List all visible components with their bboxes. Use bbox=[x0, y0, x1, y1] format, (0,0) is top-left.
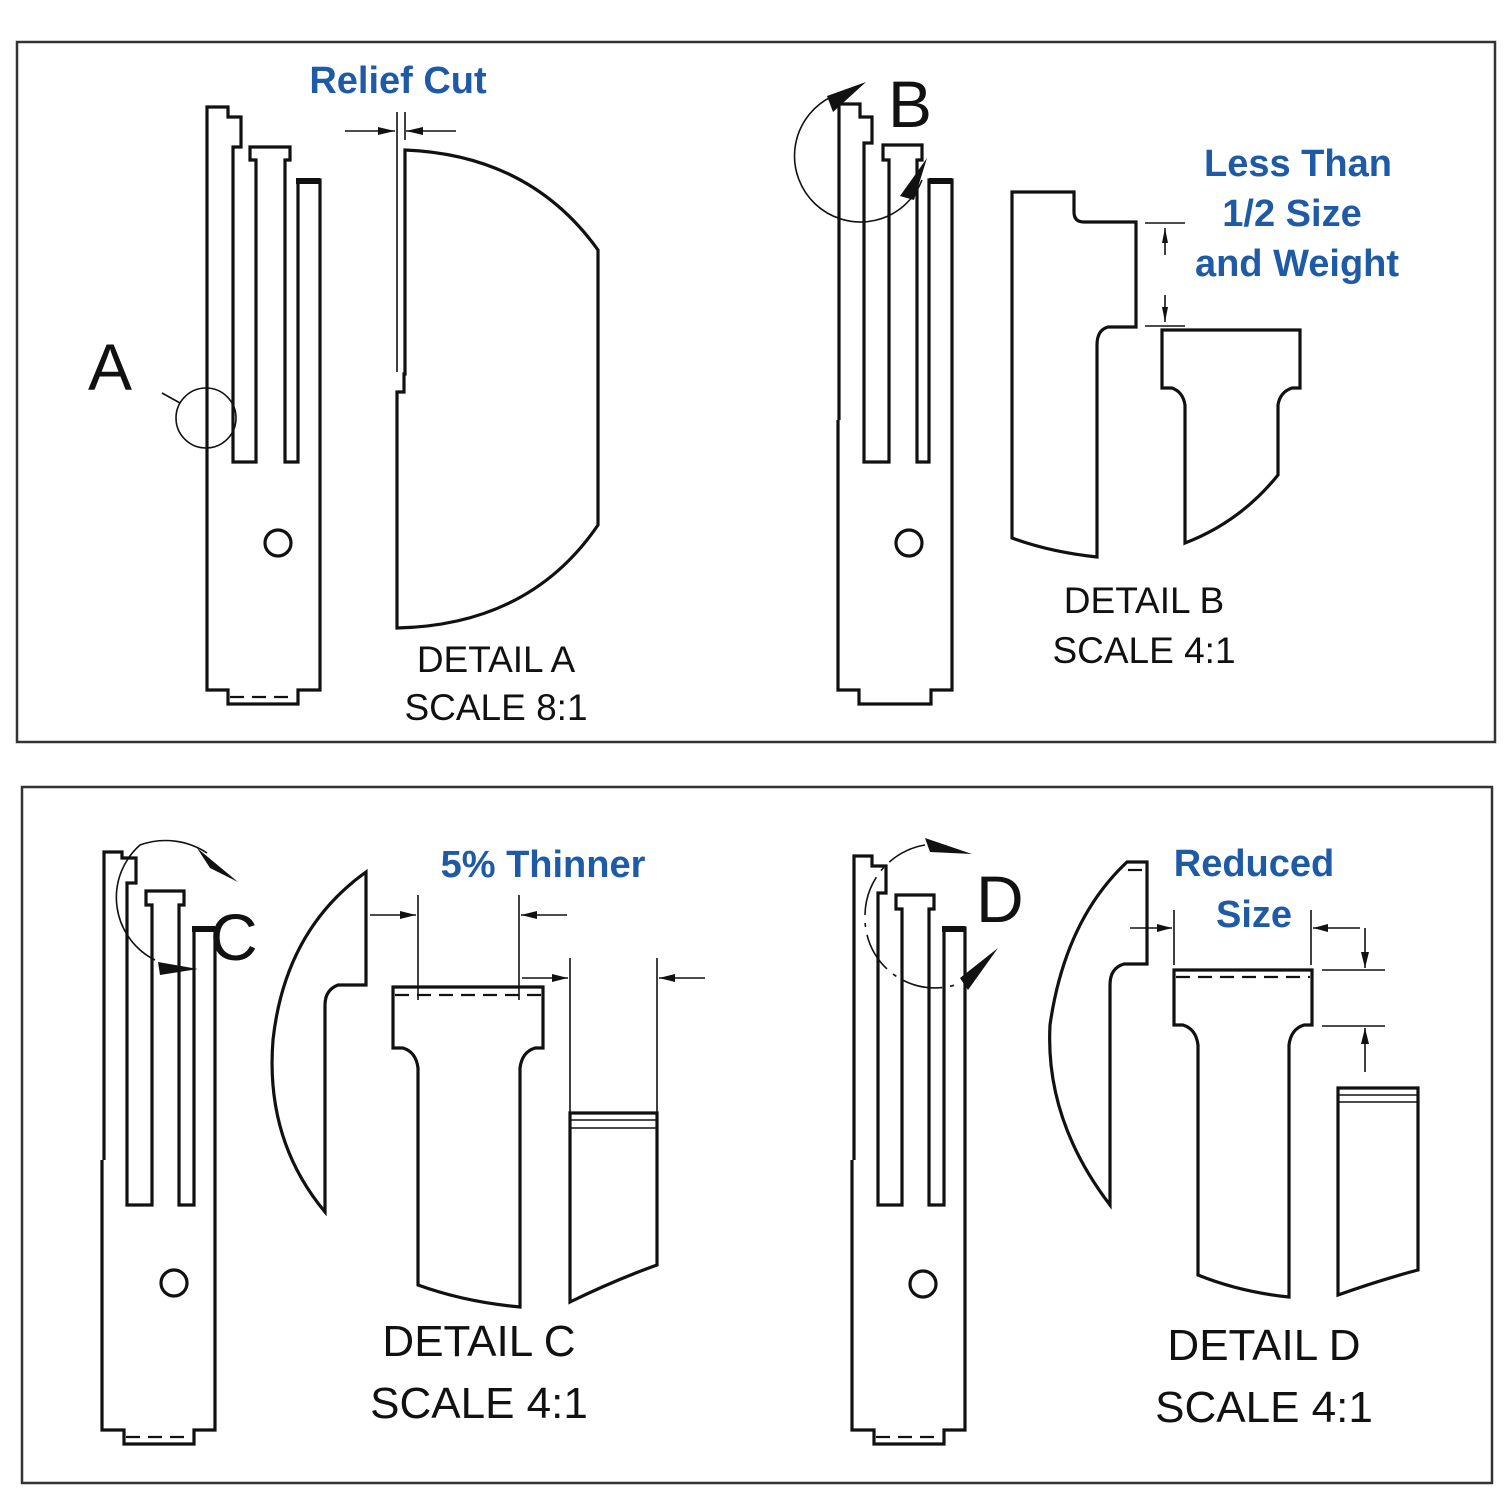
scale-detail-c: SCALE 4:1 bbox=[370, 1379, 588, 1428]
note-d-line1: Reduced bbox=[1174, 843, 1334, 885]
leader-a bbox=[161, 392, 181, 404]
detail-arrow-c2 bbox=[158, 962, 198, 975]
part-outline-b bbox=[836, 102, 954, 706]
detail-d-small-piece bbox=[1336, 1086, 1420, 1298]
dim-arrow-c3 bbox=[552, 974, 568, 982]
detail-a-shape bbox=[395, 148, 600, 630]
detail-d-t-piece bbox=[1172, 968, 1314, 1299]
dim-arrow-d4 bbox=[1361, 1028, 1369, 1044]
note-5-percent-thinner: 5% Thinner bbox=[441, 844, 646, 886]
note-relief-cut: Relief Cut bbox=[309, 60, 487, 102]
detail-circle-a bbox=[175, 387, 237, 449]
hole-c bbox=[159, 1268, 189, 1298]
dim-arrow-left bbox=[378, 127, 395, 135]
detail-b-left-piece bbox=[1010, 190, 1138, 559]
dim-arrow-bottom-b bbox=[1162, 307, 1168, 322]
caption-detail-a: DETAIL A bbox=[417, 639, 576, 680]
slot-top-b bbox=[929, 178, 952, 184]
detail-arc-b bbox=[793, 95, 923, 223]
note-b-line1: Less Than bbox=[1204, 143, 1392, 185]
callout-letter-b: B bbox=[888, 67, 932, 141]
dim-arrow-top-b bbox=[1162, 228, 1168, 243]
detail-d-enlarged bbox=[1048, 860, 1420, 1299]
hole-b bbox=[894, 528, 924, 558]
bottom-panel-frame bbox=[20, 785, 1494, 1485]
detail-b-right-piece bbox=[1160, 328, 1302, 546]
callout-letter-c: C bbox=[210, 900, 258, 974]
slot-top-a bbox=[296, 178, 320, 184]
detail-b-enlarged bbox=[1010, 190, 1302, 559]
detail-arrow-d1 bbox=[925, 838, 972, 854]
detail-a-enlarged bbox=[345, 112, 600, 630]
caption-detail-b: DETAIL B bbox=[1064, 580, 1224, 621]
detail-arc-c bbox=[115, 839, 208, 961]
detail-c-t-piece bbox=[391, 985, 545, 1309]
dim-arrow-c2 bbox=[521, 911, 537, 919]
detail-c-small-piece bbox=[568, 1111, 659, 1305]
scale-detail-a: SCALE 8:1 bbox=[404, 687, 587, 728]
detail-d-part-view bbox=[850, 838, 998, 1446]
dim-arrow-right bbox=[406, 127, 423, 135]
detail-arrow-b1 bbox=[827, 82, 866, 112]
detail-c-part-view bbox=[100, 839, 238, 1446]
dim-arrow-c1 bbox=[400, 911, 416, 919]
hole-a bbox=[263, 528, 293, 558]
slot-top-d bbox=[942, 926, 965, 932]
callout-letter-a: A bbox=[88, 330, 132, 404]
detail-arc-d bbox=[864, 844, 956, 989]
detail-a-part-view bbox=[161, 105, 322, 706]
detail-c-arc-piece bbox=[270, 868, 368, 1217]
slot-top-c bbox=[192, 926, 215, 932]
dim-arrow-d1 bbox=[1157, 924, 1172, 932]
note-b-line2: 1/2 Size bbox=[1222, 193, 1361, 235]
detail-b-part-view bbox=[793, 82, 954, 706]
part-outline-d bbox=[850, 854, 967, 1446]
part-outline-a bbox=[205, 105, 322, 706]
hole-d bbox=[908, 1269, 938, 1299]
dim-arrow-d3 bbox=[1361, 952, 1369, 968]
dim-arrow-d2 bbox=[1313, 924, 1328, 932]
part-outline-c bbox=[100, 850, 217, 1446]
detail-c-enlarged bbox=[270, 868, 705, 1309]
note-b-line3: and Weight bbox=[1195, 243, 1399, 285]
top-panel-frame bbox=[15, 40, 1497, 744]
caption-detail-d: DETAIL D bbox=[1167, 1321, 1360, 1370]
detail-d-arc-piece bbox=[1048, 860, 1149, 1210]
detail-arrow-b2 bbox=[900, 158, 927, 200]
scale-detail-d: SCALE 4:1 bbox=[1155, 1383, 1373, 1432]
dim-arrow-c4 bbox=[659, 974, 675, 982]
detail-arrow-c1 bbox=[197, 848, 238, 882]
caption-detail-c: DETAIL C bbox=[382, 1317, 575, 1366]
detail-arrow-d2 bbox=[960, 948, 998, 990]
scale-detail-b: SCALE 4:1 bbox=[1052, 630, 1235, 671]
note-d-line2: Size bbox=[1216, 894, 1292, 936]
callout-letter-d: D bbox=[976, 862, 1024, 936]
